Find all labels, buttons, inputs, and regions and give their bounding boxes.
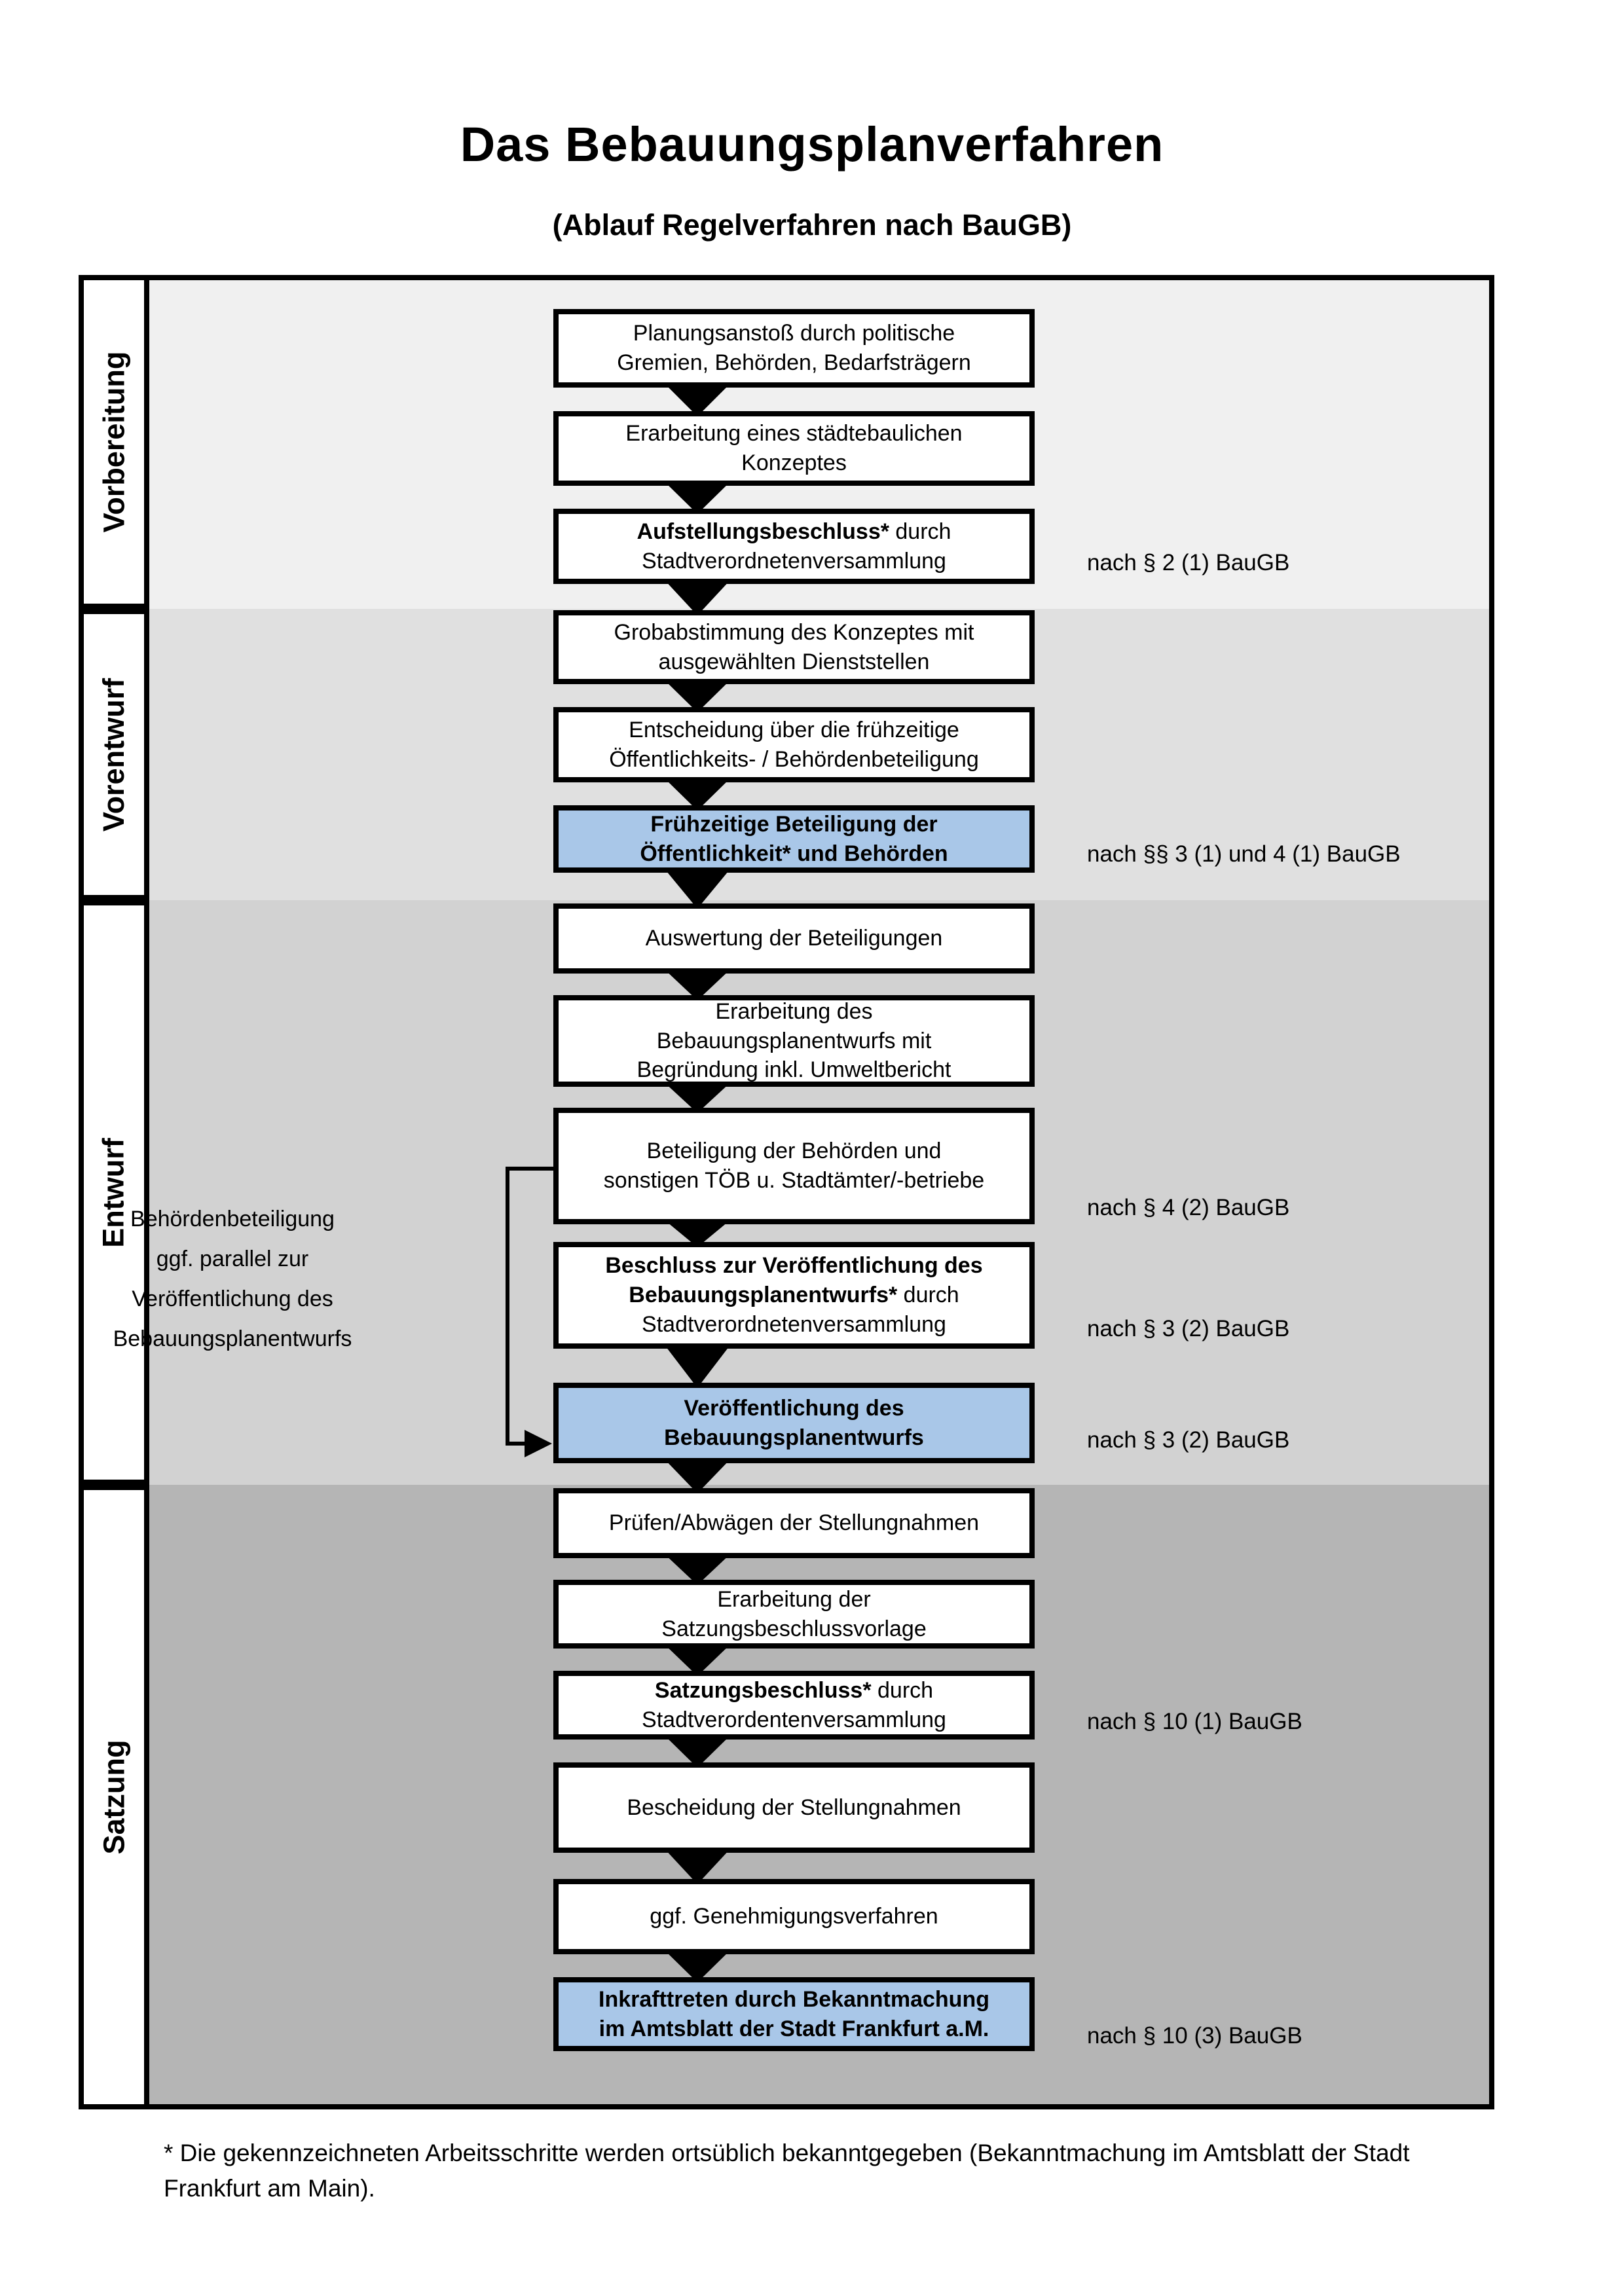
arrow-down-icon xyxy=(663,968,731,1000)
flow-step-entscheidung-beteiligung: Entscheidung über die frühzeitige Öffent… xyxy=(553,707,1035,782)
phase-label-vorentwurf: Vorentwurf xyxy=(79,609,149,900)
arrow-down-icon xyxy=(663,1734,731,1768)
connector-line-top xyxy=(506,1167,553,1171)
flow-step-fruehzeitige-beteiligung: Frühzeitige Beteiligung der Öffentlichke… xyxy=(553,805,1035,873)
arrow-down-icon xyxy=(663,1082,731,1113)
arrow-down-icon xyxy=(663,1219,731,1247)
flow-step-bescheidung: Bescheidung der Stellungnahmen xyxy=(553,1762,1035,1853)
legal-reference-1: nach § 2 (1) BauGB xyxy=(1087,550,1290,575)
page-title: Das Bebauungsplanverfahren xyxy=(460,117,1164,172)
page-subtitle: (Ablauf Regelverfahren nach BauGB) xyxy=(552,208,1072,242)
side-note-parallel-participation: Behördenbeteiligung ggf. parallel zur Ve… xyxy=(113,1207,352,1351)
arrow-down-icon xyxy=(663,1643,731,1676)
phase-label-text: Satzung xyxy=(97,1740,130,1855)
phase-label-text: Vorbereitung xyxy=(97,351,130,533)
arrow-down-icon xyxy=(663,777,731,811)
arrow-right-icon xyxy=(525,1430,552,1457)
arrow-down-icon xyxy=(663,1553,731,1585)
flow-step-planungsanstoss: Planungsanstoß durch politische Gremien,… xyxy=(553,309,1035,388)
connector-line-bottom xyxy=(506,1442,528,1446)
phase-label-entwurf: Entwurf xyxy=(79,900,149,1485)
arrow-down-icon xyxy=(663,867,731,909)
arrow-down-icon xyxy=(663,579,731,615)
flow-step-inkrafttreten: Inkrafttreten durch Bekanntmachung im Am… xyxy=(553,1977,1035,2051)
phase-label-satzung: Satzung xyxy=(79,1485,149,2109)
legal-reference-3: nach § 4 (2) BauGB xyxy=(1087,1195,1290,1220)
phase-label-vorbereitung: Vorbereitung xyxy=(79,275,149,609)
arrow-down-icon xyxy=(663,1458,731,1493)
arrow-down-icon xyxy=(663,1343,731,1388)
flow-step-grobabstimmung: Grobabstimmung des Konzeptes mit ausgewä… xyxy=(553,610,1035,684)
flow-step-aufstellungsbeschluss: Aufstellungsbeschluss* durch Stadtverord… xyxy=(553,509,1035,584)
legal-reference-7: nach § 10 (3) BauGB xyxy=(1087,2023,1302,2049)
flow-step-staedtebauliches-konzept: Erarbeitung eines städtebaulichen Konzep… xyxy=(553,411,1035,486)
flow-step-behoerdenbeteiligung: Beteiligung der Behörden und sonstigen T… xyxy=(553,1108,1035,1224)
flow-step-veroeffentlichung: Veröffentlichung des Bebauungsplanentwur… xyxy=(553,1383,1035,1463)
flow-step-satzungsbeschlussvorlage: Erarbeitung der Satzungsbeschlussvorlage xyxy=(553,1580,1035,1649)
legal-reference-2: nach §§ 3 (1) und 4 (1) BauGB xyxy=(1087,841,1401,867)
flow-step-pruefen-abwaegen: Prüfen/Abwägen der Stellungnahmen xyxy=(553,1488,1035,1558)
arrow-down-icon xyxy=(663,1949,731,1982)
arrow-down-icon xyxy=(663,1848,731,1884)
connector-line-vertical xyxy=(506,1167,509,1446)
footnote: * Die gekennzeichneten Arbeitsschritte w… xyxy=(164,2140,1410,2202)
arrow-down-icon xyxy=(663,382,731,416)
flow-step-satzungsbeschluss: Satzungsbeschluss* durch Stadtverordente… xyxy=(553,1671,1035,1740)
legal-reference-6: nach § 10 (1) BauGB xyxy=(1087,1709,1302,1734)
arrow-down-icon xyxy=(663,481,731,514)
flow-step-beschluss-veroeffentlichung: Beschluss zur Veröffentlichung des Bebau… xyxy=(553,1242,1035,1349)
legal-reference-5: nach § 3 (2) BauGB xyxy=(1087,1427,1290,1453)
phase-label-text: Vorentwurf xyxy=(97,678,131,831)
legal-reference-4: nach § 3 (2) BauGB xyxy=(1087,1316,1290,1341)
flow-step-auswertung: Auswertung der Beteiligungen xyxy=(553,903,1035,974)
flow-step-erarbeitung-entwurf: Erarbeitung des Bebauungsplanentwurfs mi… xyxy=(553,995,1035,1087)
arrow-down-icon xyxy=(663,679,731,712)
flow-step-genehmigungsverfahren: ggf. Genehmigungsverfahren xyxy=(553,1879,1035,1954)
